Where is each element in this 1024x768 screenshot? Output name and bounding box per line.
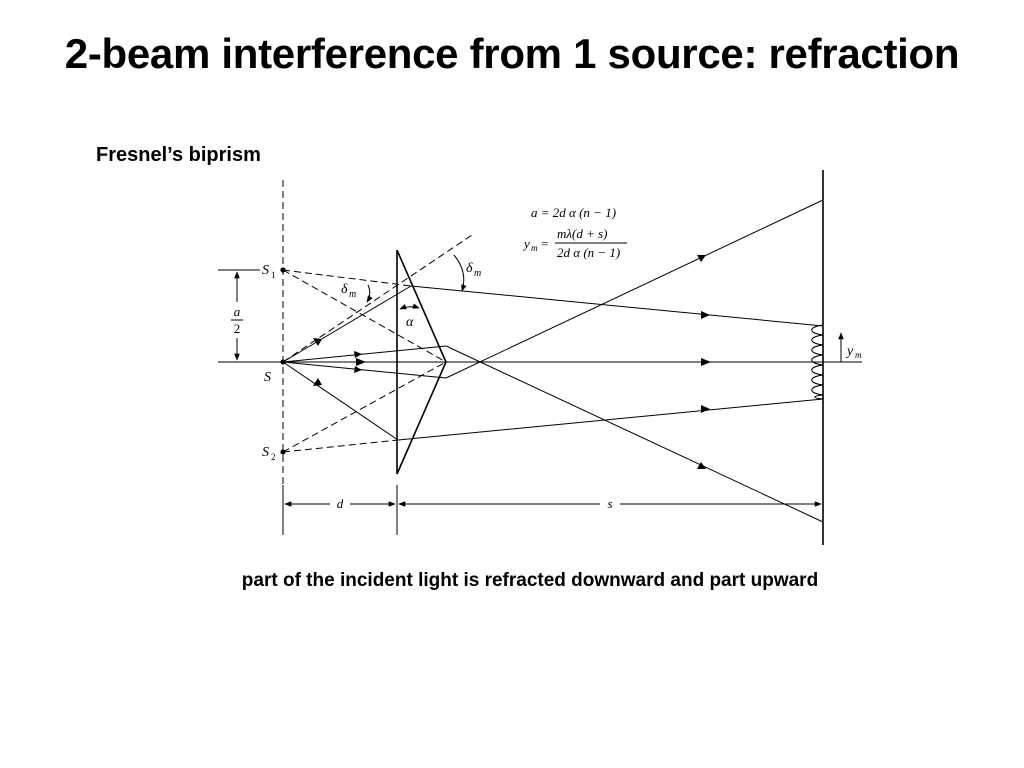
delta-left-label: δ	[341, 282, 348, 297]
ym-label: y	[845, 344, 854, 359]
diagram-subtitle: Fresnel’s biprism	[96, 144, 261, 166]
source-s2-point	[280, 449, 286, 455]
ray-mid-upper-refracted	[445, 345, 824, 523]
delta-left-arc	[366, 284, 373, 303]
delta-right-arc	[453, 254, 467, 292]
label-s-distance: s	[607, 496, 612, 511]
delta-right-label: δ	[466, 261, 473, 276]
virtual-ray-s1-b	[282, 269, 447, 363]
source-s1-point	[280, 267, 286, 273]
equation-ym-lhs-sub: m	[531, 243, 538, 253]
ray-lower-refracted	[397, 398, 824, 441]
ray-mid-lower	[282, 361, 447, 379]
virtual-ray-s2-a	[282, 361, 447, 453]
ray-lower-incident	[282, 361, 399, 441]
label-s2-sub: 2	[271, 452, 276, 462]
delta-right-sub: m	[474, 268, 481, 279]
virtual-ray-s2-b	[282, 439, 399, 453]
equation-ym-lhs: y	[522, 236, 530, 251]
diagram-caption: part of the incident light is refracted …	[241, 570, 819, 591]
a-half-denominator: 2	[234, 321, 241, 336]
s-label-bg	[600, 495, 620, 511]
label-s1: S	[262, 263, 269, 278]
ray-mid-lower-refracted	[445, 199, 824, 379]
equation-ym-denominator: 2d α (n − 1)	[557, 245, 620, 260]
d-label-bg	[330, 495, 350, 511]
slide-title: 2-beam interference from 1 source: refra…	[64, 30, 960, 77]
ray-mid-upper	[282, 345, 447, 363]
ray-arrows	[313, 255, 711, 469]
equation-ym-numerator: mλ(d + s)	[557, 226, 608, 241]
a-half-numerator: a	[234, 304, 241, 319]
ray-upper-refracted	[410, 285, 824, 327]
alpha-arc	[399, 303, 420, 310]
fringe-pattern	[811, 324, 824, 400]
deviation-reference	[282, 234, 473, 363]
delta-left-sub: m	[349, 289, 356, 300]
ray-upper-incident	[282, 285, 412, 363]
equation-ym-equals: =	[541, 236, 548, 251]
ym-sub: m	[855, 350, 862, 360]
source-s-point	[280, 359, 286, 365]
label-d: d	[337, 496, 344, 511]
label-s2: S	[262, 445, 269, 460]
label-s1-sub: 1	[271, 270, 276, 280]
alpha-label: α	[406, 315, 414, 330]
label-s: S	[264, 370, 271, 385]
equation-a: a = 2d α (n − 1)	[531, 205, 616, 220]
